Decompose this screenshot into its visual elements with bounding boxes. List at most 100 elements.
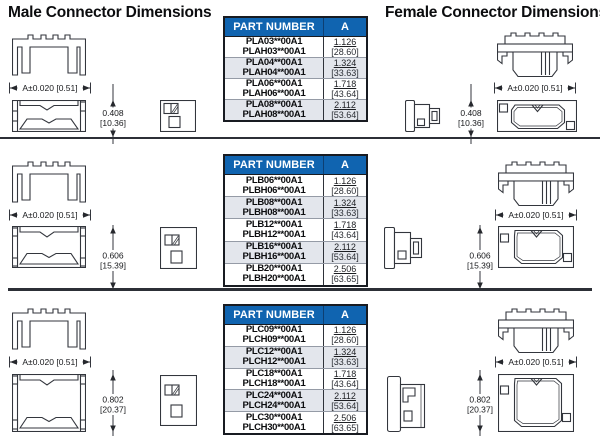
- height-dim-mm: [10.36]: [100, 118, 126, 128]
- dim-a-cell: 1.718[43.64]: [324, 369, 366, 390]
- dim-a-inch: 1.126: [333, 325, 357, 336]
- dim-a-cell: 1.324[33.63]: [324, 347, 366, 368]
- part-number-alt: PLAH08**00A1: [242, 109, 306, 120]
- height-dim-mm: [10.36]: [458, 118, 484, 128]
- dim-a-mm: [43.64]: [331, 89, 359, 99]
- male-front-view-row1: [12, 34, 86, 76]
- part-number-alt: PLBH16**00A1: [242, 251, 306, 263]
- male-end-view-row2: [160, 227, 197, 269]
- female-height-dim-row2: 0.606 [15.39]: [461, 225, 499, 291]
- dim-a-cell: 2.506[63.65]: [324, 412, 366, 433]
- female-end-view-row3: [387, 375, 426, 433]
- part-number-primary: PLC24**00A1: [245, 389, 303, 401]
- dim-a-mm: [28.60]: [331, 185, 359, 196]
- width-dim-label: A±0.020 [0.51]: [507, 83, 562, 93]
- width-dim-label: A±0.020 [0.51]: [22, 357, 77, 367]
- table-header-part-number: PART NUMBER: [225, 306, 324, 324]
- table-header-a: A: [340, 159, 350, 171]
- male-height-dim-row1: 0.408 [10.36]: [94, 84, 132, 144]
- dim-a-mm: [33.63]: [331, 207, 359, 218]
- table-header-part-number: PART NUMBER: [225, 18, 324, 36]
- female-width-dim-row2: A±0.020 [0.51]: [495, 208, 577, 222]
- female-side-view-row1: [497, 100, 577, 132]
- dim-a-inch: 1.718: [333, 79, 357, 89]
- width-dim-label: A±0.020 [0.51]: [22, 210, 77, 220]
- male-side-view-row3: [12, 374, 86, 432]
- part-number-primary: PLA06**00A1: [245, 78, 303, 89]
- dim-a-mm: [53.64]: [331, 110, 359, 120]
- part-number-alt: PLAH03**00A1: [242, 46, 306, 57]
- part-number-primary: PLC12**00A1: [245, 346, 303, 358]
- male-section-heading: Male Connector Dimensions: [8, 4, 212, 21]
- height-dim-inch: 0.802: [469, 395, 491, 405]
- male-width-dim-row1: A±0.020 [0.51]: [9, 81, 91, 95]
- table-header: PART NUMBER A: [225, 156, 366, 175]
- dim-a-mm: [53.64]: [331, 252, 359, 263]
- dim-a-inch: 1.324: [333, 197, 357, 208]
- female-front-view-row1: [497, 32, 573, 78]
- dim-a-mm: [63.65]: [331, 422, 359, 433]
- dim-a-inch: 1.126: [333, 37, 357, 47]
- part-number-primary: PLB16**00A1: [245, 241, 303, 253]
- dim-a-mm: [28.60]: [331, 335, 359, 346]
- part-number-primary: PLB20**00A1: [245, 263, 303, 275]
- female-height-dim-row1: 0.408 [10.36]: [452, 84, 490, 144]
- part-number-alt: PLCH12**00A1: [242, 356, 306, 368]
- dim-a-cell: 2.506[63.65]: [324, 264, 366, 285]
- male-height-dim-row3: 0.802 [20.37]: [94, 370, 132, 436]
- part-number-alt: PLAH04**00A1: [242, 67, 306, 78]
- dim-a-mm: [33.63]: [331, 357, 359, 368]
- dim-a-mm: [43.64]: [331, 378, 359, 389]
- female-end-view-row1: [405, 100, 441, 132]
- width-dim-label: A±0.020 [0.51]: [508, 210, 563, 220]
- female-section-heading: Female Connector Dimensions: [385, 4, 600, 21]
- part-number-alt: PLCH30**00A1: [242, 421, 306, 433]
- part-number-primary: PLC30**00A1: [245, 411, 303, 423]
- male-front-view-row2: [12, 161, 86, 203]
- height-dim-inch: 0.408: [460, 108, 482, 118]
- female-front-view-row2: [498, 161, 574, 207]
- dim-a-inch: 1.324: [333, 58, 357, 68]
- part-number-primary: PLB12**00A1: [245, 219, 303, 230]
- part-number-alt: PLBH08**00A1: [242, 206, 306, 218]
- part-number-alt: PLCH09**00A1: [242, 334, 306, 346]
- female-end-view-row2: [384, 227, 423, 269]
- male-width-dim-row2: A±0.020 [0.51]: [9, 208, 91, 222]
- dim-a-mm: [43.64]: [331, 230, 359, 240]
- height-dim-mm: [20.37]: [100, 405, 126, 415]
- male-end-view-row3: [160, 375, 197, 426]
- part-number-primary: PLB06**00A1: [245, 174, 303, 186]
- width-dim-label: A±0.020 [0.51]: [508, 357, 563, 367]
- part-number-alt: PLBH06**00A1: [242, 184, 306, 196]
- dim-a-mm: [53.64]: [331, 400, 359, 411]
- height-dim-inch: 0.408: [102, 108, 124, 118]
- table-header-a: A: [340, 21, 350, 33]
- female-side-view-row3: [498, 374, 574, 432]
- part-number-primary: PLB08**00A1: [245, 196, 303, 208]
- table-header-a: A: [340, 309, 350, 321]
- part-number-alt: PLCH24**00A1: [242, 399, 306, 411]
- dim-a-inch: 1.126: [333, 175, 357, 186]
- dim-a-inch: 2.112: [334, 390, 356, 401]
- male-front-view-row3: [12, 308, 86, 350]
- dim-a-cell: 2.112[53.64]: [324, 100, 366, 120]
